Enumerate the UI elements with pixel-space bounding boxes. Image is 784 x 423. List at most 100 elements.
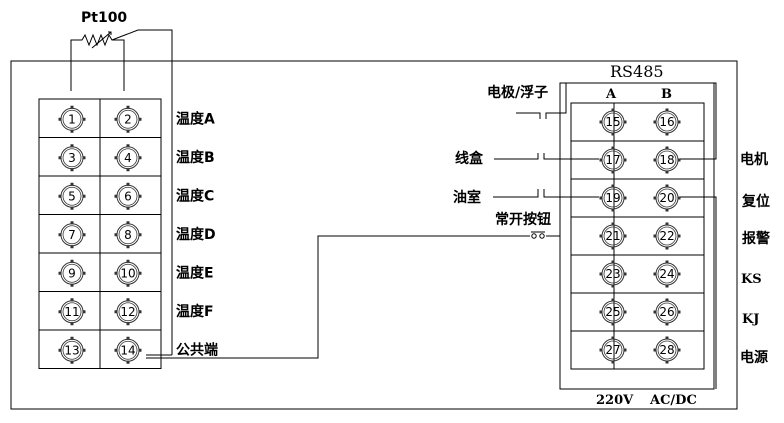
- terminal-right: 4: [114, 144, 142, 172]
- channel-label: 温度F: [176, 303, 214, 320]
- terminal-left: 11: [58, 298, 86, 326]
- terminal-right: 24: [653, 260, 681, 288]
- left-terminal-row: 13 14 公共端: [38, 329, 218, 369]
- left-terminal-row: 7 8 温度D: [38, 214, 216, 254]
- terminal-number: 14: [120, 343, 135, 357]
- channel-label: 公共端: [176, 341, 218, 358]
- terminal-number: 17: [605, 153, 620, 167]
- left-terminal-row: 9 10 温度E: [38, 252, 214, 292]
- terminal-number: 15: [605, 115, 620, 129]
- terminal-number: 21: [605, 229, 620, 243]
- terminal-right: 18: [653, 146, 681, 174]
- channel-label: 温度B: [176, 149, 215, 166]
- footer-type: AC/DC: [649, 393, 697, 408]
- label-ks: KS: [741, 272, 762, 287]
- terminal-number: 25: [605, 305, 620, 319]
- terminal-right: 2: [114, 105, 142, 133]
- terminal-number: 3: [68, 151, 76, 165]
- label-reset: 复位: [741, 193, 770, 210]
- right-block-frame: [559, 82, 715, 390]
- terminal-number: 7: [68, 228, 76, 242]
- channel-label: 温度D: [176, 226, 216, 243]
- col-b-label: B: [661, 87, 672, 102]
- rs485-title: RS485: [610, 62, 664, 81]
- terminal-right: 16: [653, 108, 681, 136]
- channel-label: 温度E: [176, 264, 214, 281]
- terminal-number: 18: [659, 153, 674, 167]
- terminal-right: 8: [114, 221, 142, 249]
- right-terminal-row: 21 22: [570, 216, 705, 256]
- right-terminal-row: 25 26: [570, 292, 705, 332]
- terminal-number: 27: [605, 343, 620, 357]
- terminal-right: 14: [114, 336, 142, 364]
- terminal-number: 20: [659, 191, 674, 205]
- terminal-left: 17: [599, 146, 627, 174]
- terminal-left: 19: [599, 184, 627, 212]
- terminal-number: 8: [124, 228, 132, 242]
- pt100-label: Pt100: [81, 10, 127, 26]
- normally-open-button-symbol: [531, 231, 545, 239]
- right-terminal-row: 23 24: [570, 254, 705, 294]
- outer-frame: [10, 60, 738, 410]
- terminal-right: 26: [653, 298, 681, 326]
- oil-label: 油室: [453, 189, 481, 206]
- terminal-left: 27: [599, 336, 627, 364]
- terminal-number: 19: [605, 191, 620, 205]
- terminal-left: 25: [599, 298, 627, 326]
- terminal-number: 1: [68, 112, 76, 126]
- terminal-number: 5: [68, 189, 76, 203]
- pt100-resistor: [70, 29, 173, 355]
- left-terminal-row: 11 12 温度F: [38, 291, 214, 331]
- left-terminal-row: 5 6 温度C: [38, 175, 214, 215]
- terminal-left: 9: [58, 259, 86, 287]
- terminal-left: 15: [599, 108, 627, 136]
- channel-label: 温度C: [176, 187, 214, 204]
- terminal-number: 11: [64, 305, 79, 319]
- terminal-number: 23: [605, 267, 620, 281]
- terminal-number: 6: [124, 189, 132, 203]
- terminal-number: 9: [68, 266, 76, 280]
- terminal-left: 5: [58, 182, 86, 210]
- terminal-number: 4: [124, 151, 132, 165]
- terminal-right: 28: [653, 336, 681, 364]
- terminal-number: 22: [659, 229, 674, 243]
- terminal-left: 21: [599, 222, 627, 250]
- terminal-number: 13: [64, 343, 79, 357]
- terminal-left: 23: [599, 260, 627, 288]
- right-terminal-row: 27 28: [570, 330, 705, 370]
- channel-label: 温度A: [176, 110, 215, 127]
- label-alarm: 报警: [742, 230, 770, 247]
- footer-voltage: 220V: [596, 393, 634, 408]
- terminal-right: 12: [114, 298, 142, 326]
- terminal-right: 22: [653, 222, 681, 250]
- left-terminal-row: 3 4 温度B: [38, 137, 215, 177]
- col-a-label: A: [605, 87, 617, 102]
- button-label: 常开按钮: [495, 211, 551, 228]
- terminal-right: 20: [653, 184, 681, 212]
- terminal-left: 3: [58, 144, 86, 172]
- terminal-left: 1: [58, 105, 86, 133]
- label-power: 电源: [740, 349, 768, 366]
- terminal-right: 6: [114, 182, 142, 210]
- label-motor: 电机: [740, 151, 768, 168]
- terminal-right: 10: [114, 259, 142, 287]
- box-label: 线盒: [455, 150, 484, 167]
- terminal-left: 13: [58, 336, 86, 364]
- terminal-number: 2: [124, 112, 132, 126]
- terminal-number: 26: [659, 305, 674, 319]
- terminal-number: 12: [120, 305, 135, 319]
- terminal-number: 16: [659, 115, 674, 129]
- label-kj: KJ: [742, 312, 759, 327]
- terminal-number: 28: [659, 343, 674, 357]
- terminal-number: 10: [120, 266, 135, 280]
- electrode-label: 电极/浮子: [487, 84, 548, 101]
- left-terminal-row: 1 2 温度A: [38, 98, 215, 138]
- terminal-number: 24: [659, 267, 674, 281]
- wires: [146, 82, 717, 389]
